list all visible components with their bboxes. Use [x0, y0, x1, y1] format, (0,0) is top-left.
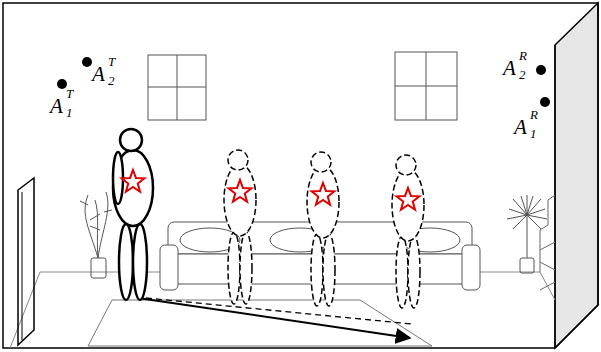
- plant-pot: [520, 258, 534, 273]
- window-bar: [395, 86, 457, 87]
- stair-line: [540, 282, 555, 290]
- stair-line: [540, 242, 555, 250]
- side-face: [555, 3, 598, 348]
- plant-stem: [527, 215, 528, 258]
- floor-line: [10, 272, 40, 348]
- stairs: [540, 195, 555, 290]
- antenna-label: A: [514, 117, 527, 138]
- person-leg: [240, 232, 252, 304]
- window-frame: [148, 55, 206, 120]
- antenna-label: A: [92, 64, 105, 85]
- person-leg: [396, 236, 408, 308]
- antenna-index: R: [519, 49, 527, 62]
- stair-line: [540, 262, 555, 270]
- person-head: [120, 129, 142, 151]
- heart-marker: [122, 170, 420, 210]
- person-leg: [311, 234, 323, 306]
- person-head: [396, 155, 416, 175]
- star-marker: [229, 180, 252, 202]
- person-head: [228, 150, 248, 170]
- person-head: [311, 152, 331, 172]
- antenna-index: R: [530, 108, 538, 121]
- room-frame: [3, 3, 598, 348]
- person-body: [307, 166, 339, 238]
- sofa-arm: [462, 245, 480, 290]
- floor-line: [540, 272, 555, 300]
- person-leg: [408, 236, 420, 308]
- antenna-label: A: [503, 58, 516, 79]
- person: [113, 129, 153, 300]
- antenna-index: 1: [530, 127, 537, 140]
- star-marker: [312, 183, 335, 205]
- person-leg: [119, 224, 133, 300]
- antenna-label: A: [50, 96, 63, 117]
- star-marker: [122, 170, 145, 192]
- plant-pot: [91, 258, 106, 278]
- path-arrow: [138, 298, 410, 338]
- stair-line: [540, 195, 555, 272]
- plant-leaves: [80, 192, 112, 258]
- person-trace: [224, 150, 424, 308]
- sofa-arm: [160, 245, 178, 290]
- window: [148, 52, 457, 120]
- person-body: [224, 164, 256, 236]
- antenna-index: 2: [519, 68, 526, 81]
- star-marker: [397, 188, 420, 210]
- antenna-index: 1: [66, 106, 73, 119]
- person-body: [392, 169, 424, 241]
- antenna-dot: [57, 79, 67, 89]
- person-body: [113, 150, 153, 226]
- dashed-path: [146, 298, 412, 324]
- box-edge: [554, 45, 555, 348]
- antenna-index: T: [108, 55, 115, 68]
- door: [18, 178, 34, 345]
- antenna-index: 2: [108, 74, 115, 87]
- antenna-dot: [536, 65, 546, 75]
- antenna-index: T: [66, 87, 73, 100]
- door-frame: [22, 192, 23, 340]
- rug: [88, 300, 432, 346]
- antenna-dot: [540, 97, 550, 107]
- window-bar: [148, 87, 206, 88]
- antenna-group: [57, 57, 550, 107]
- person-leg: [228, 232, 240, 304]
- antenna-dot: [82, 57, 92, 67]
- person-leg: [323, 234, 335, 306]
- window-frame: [395, 52, 457, 120]
- person-leg: [133, 224, 147, 300]
